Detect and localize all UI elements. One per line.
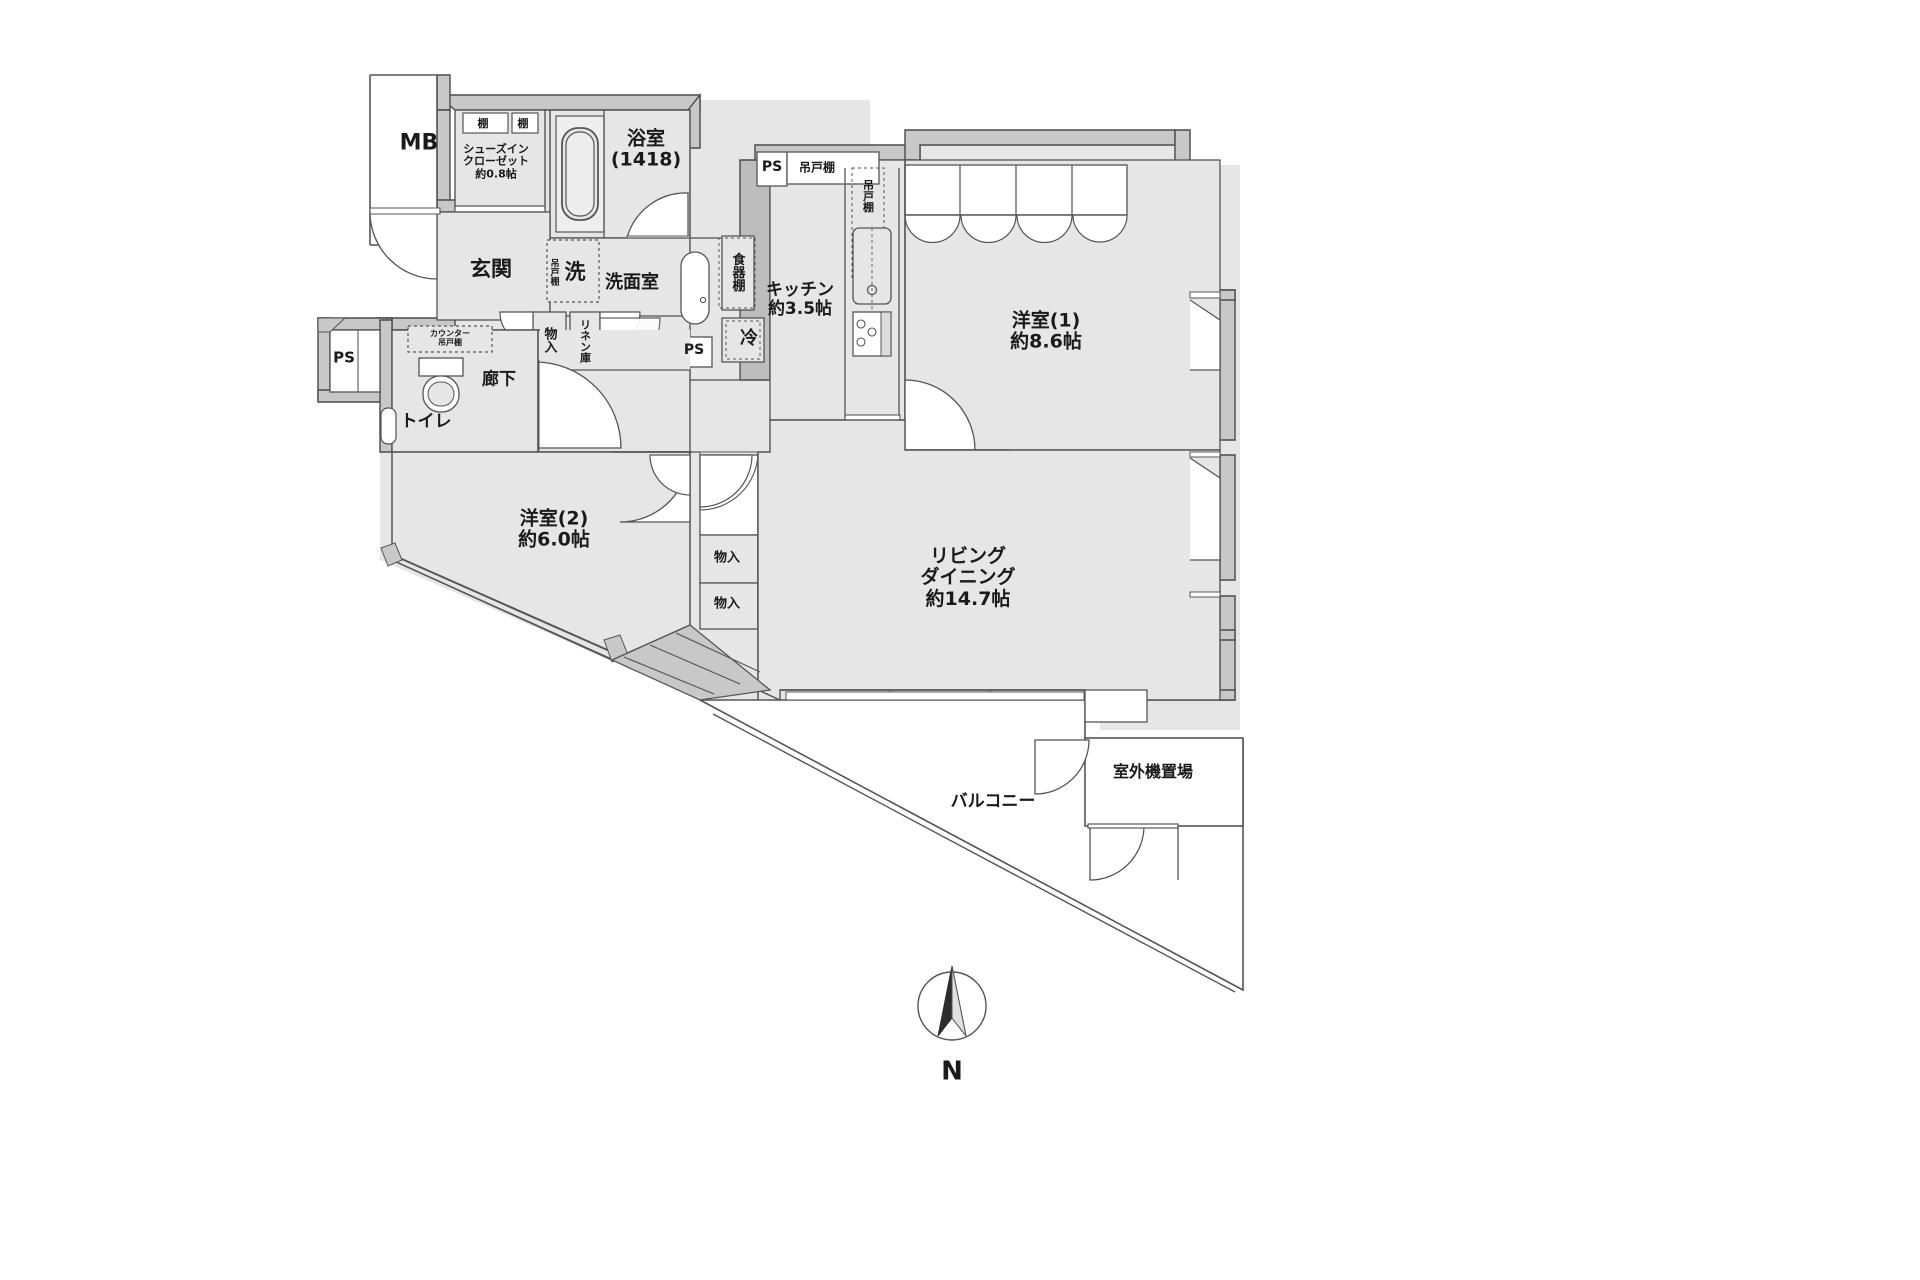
toilet-area — [380, 325, 539, 453]
entrance-area — [369, 207, 551, 321]
balcony-area — [699, 699, 1244, 993]
bathroom — [549, 109, 691, 241]
storage-closets — [648, 451, 807, 700]
entry-threshold — [610, 624, 772, 701]
kitchen-cabinets — [718, 235, 765, 363]
compass-rose — [917, 965, 987, 1041]
bedroom-2-area — [380, 451, 692, 663]
bedroom-1-area — [904, 159, 1221, 451]
ps-left-box — [317, 317, 381, 393]
kitchen-area — [756, 151, 916, 422]
living-dining-area — [757, 419, 1221, 723]
